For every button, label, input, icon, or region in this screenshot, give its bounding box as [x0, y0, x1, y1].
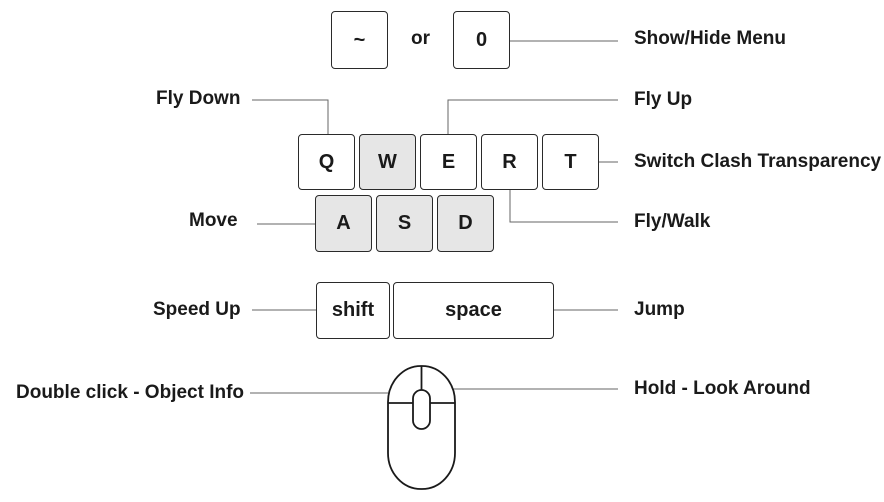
label-show-hide-menu: Show/Hide Menu: [634, 28, 786, 49]
mouse-wheel: [412, 389, 431, 430]
key-e[interactable]: E: [420, 134, 477, 190]
or-text: or: [411, 28, 430, 49]
label-fly-down: Fly Down: [156, 88, 241, 109]
key-tilde[interactable]: ~: [331, 11, 388, 69]
key-w[interactable]: W: [359, 134, 416, 190]
mouse-icon: [387, 365, 456, 490]
label-double-click: Double click - Object Info: [16, 382, 245, 403]
key-q[interactable]: Q: [298, 134, 355, 190]
label-speed-up: Speed Up: [153, 299, 241, 320]
label-switch-clash: Switch Clash Transparency: [634, 151, 882, 172]
key-r[interactable]: R: [481, 134, 538, 190]
key-shift[interactable]: shift: [316, 282, 390, 339]
key-s[interactable]: S: [376, 195, 433, 252]
line-fly-walk: [509, 190, 618, 223]
label-move: Move: [189, 210, 238, 231]
key-d[interactable]: D: [437, 195, 494, 252]
line-fly-up: [447, 99, 618, 135]
label-hold: Hold - Look Around: [634, 378, 811, 399]
line-fly-down: [252, 99, 329, 135]
key-zero[interactable]: 0: [453, 11, 510, 69]
key-space[interactable]: space: [393, 282, 554, 339]
label-fly-walk: Fly/Walk: [634, 211, 711, 232]
key-a[interactable]: A: [315, 195, 372, 252]
key-t[interactable]: T: [542, 134, 599, 190]
label-jump: Jump: [634, 299, 685, 320]
label-fly-up: Fly Up: [634, 89, 693, 110]
